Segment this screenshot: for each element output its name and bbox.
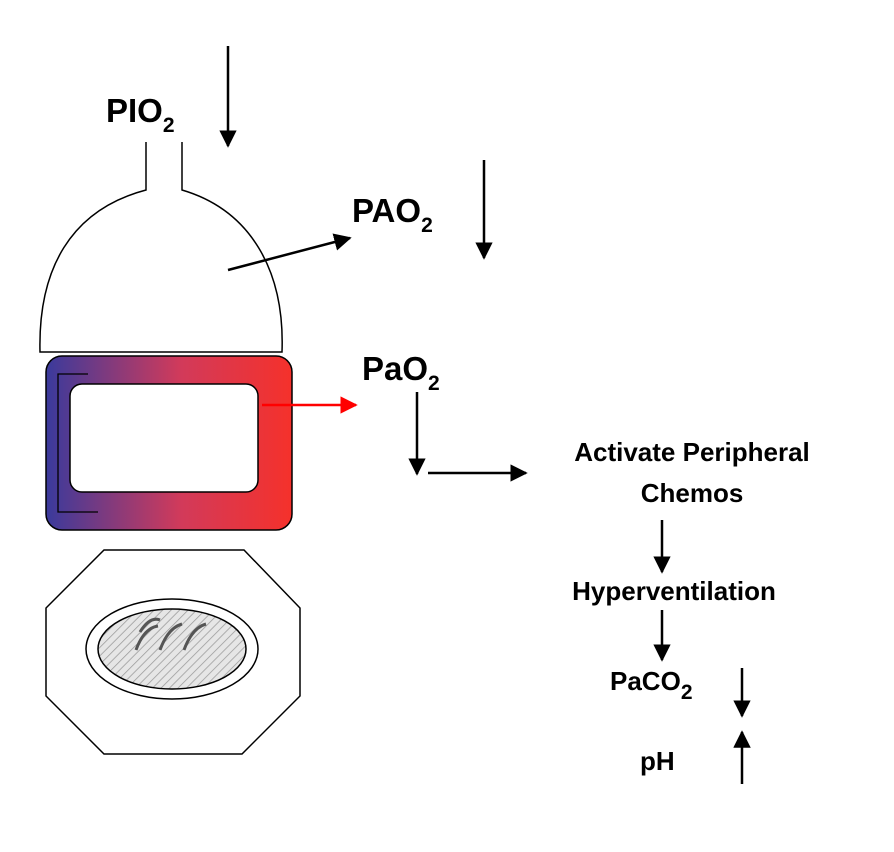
hyperventilation-label: Hyperventilation — [572, 576, 776, 606]
activate-chemos-line2: Chemos — [641, 478, 744, 508]
paco2-label: PaCO2 — [610, 666, 693, 704]
alveolus-dome-icon — [39, 142, 283, 353]
arterial-pao2-label: PaO2 — [362, 350, 440, 395]
activate-chemos-line1: Activate Peripheral — [574, 437, 810, 467]
pulmonary-capillary-icon — [45, 355, 293, 531]
alveolar-pao2-label: PAO2 — [352, 192, 433, 237]
tissue-cell-icon — [45, 549, 301, 755]
alveolar-to-pao2-arrow — [227, 233, 352, 272]
ph-label: pH — [640, 746, 675, 776]
pio2-label: PIO2 — [106, 92, 175, 137]
